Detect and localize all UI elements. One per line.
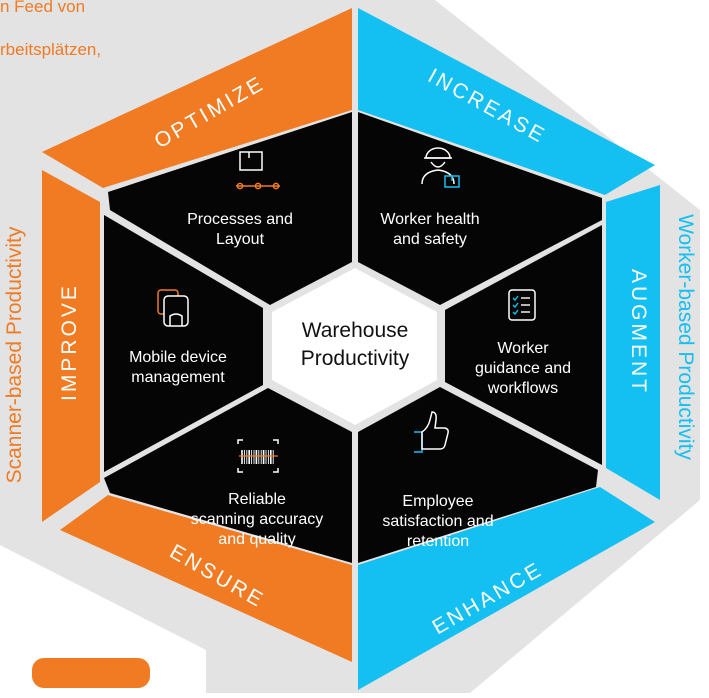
segment-ensure — [104, 388, 352, 563]
center-title-line1: Warehouse — [302, 319, 409, 342]
section-augment-line: workflows — [487, 380, 558, 397]
section-augment-line: guidance and — [475, 360, 571, 377]
center-title-line2: Productivity — [301, 347, 410, 370]
section-ensure-line: Reliable — [228, 491, 286, 508]
right-side-label: Worker-based Productivity — [674, 214, 697, 460]
bottom-orange-tab — [32, 658, 150, 688]
segment-optimize — [108, 112, 352, 305]
section-enhance-line: Employee — [402, 493, 473, 510]
section-ensure-line: scanning accuracy — [191, 511, 324, 528]
augment-banner — [606, 185, 660, 500]
top-text-line1: n Feed von — [0, 0, 86, 16]
improve-banner — [42, 170, 100, 522]
section-enhance-line: retention — [407, 533, 469, 550]
mobile-device-icon — [157, 289, 189, 327]
thumbs-up-icon — [414, 411, 449, 453]
section-optimize-line: Layout — [216, 231, 265, 248]
banner-augment: AUGMENT — [627, 269, 650, 395]
package-conveyor-icon — [236, 151, 280, 190]
checklist-icon — [508, 289, 536, 321]
top-text-line2: rbeitsplätzen, — [0, 40, 102, 59]
barcode-scan-icon — [237, 439, 279, 473]
enhance-banner — [358, 487, 655, 690]
ensure-banner — [60, 495, 352, 662]
left-side-label: Scanner-based Productivity — [3, 226, 26, 484]
segment-augment — [445, 225, 602, 465]
section-ensure-line: and quality — [218, 531, 295, 548]
section-increase-line: and safety — [393, 231, 467, 248]
optimize-banner — [42, 8, 352, 188]
increase-banner — [358, 8, 655, 195]
segment-increase — [358, 112, 602, 305]
section-improve-line: Mobile device — [129, 349, 227, 366]
section-enhance-line: satisfaction and — [382, 513, 493, 530]
banner-improve: IMPROVE — [58, 283, 81, 401]
section-improve-line: management — [131, 369, 225, 386]
segment-improve — [104, 215, 263, 472]
section-increase-line: Worker health — [380, 211, 479, 228]
segment-enhance — [358, 387, 598, 563]
section-optimize-line: Processes and — [187, 211, 293, 228]
section-augment-line: Worker — [497, 340, 549, 357]
center-hexagon — [272, 268, 437, 425]
worker-helmet-icon — [421, 147, 460, 188]
